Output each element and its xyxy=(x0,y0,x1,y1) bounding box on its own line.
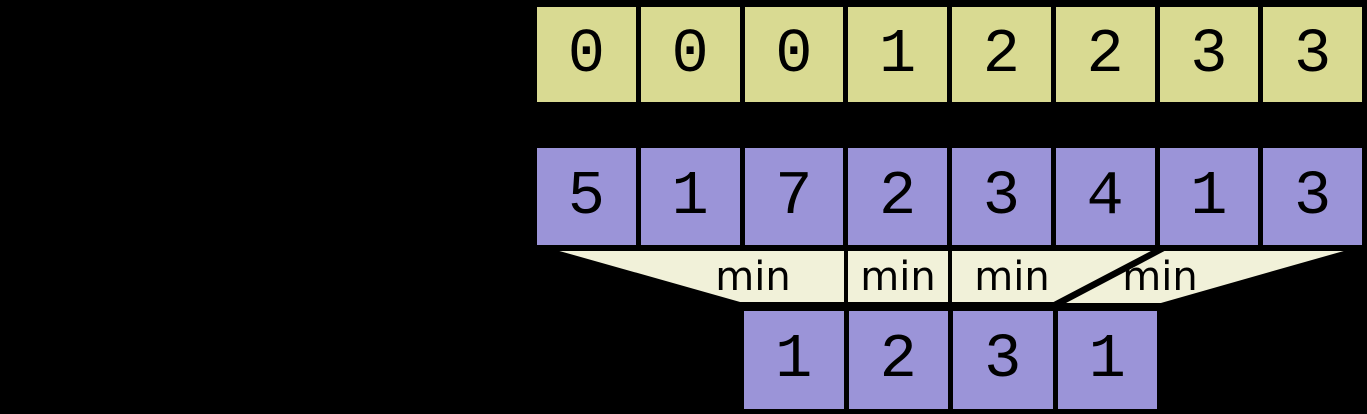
array-cell: 2 xyxy=(952,7,1051,102)
min-operation-label: min xyxy=(860,254,936,300)
array-cell: 1 xyxy=(1159,148,1259,245)
min-operation-label: min xyxy=(1122,254,1198,300)
min-operation-label: min xyxy=(715,254,791,300)
array-cell: 3 xyxy=(1263,7,1362,102)
result-array-row: 1 2 3 1 xyxy=(739,306,1162,414)
array-cell: 2 xyxy=(1055,7,1155,102)
min-funnel-shape xyxy=(1057,247,1359,307)
array-cell: 1 xyxy=(1057,311,1157,409)
array-cell: 3 xyxy=(1159,7,1259,102)
min-funnel-shape xyxy=(544,247,848,306)
top-array-row: 0 0 0 1 2 2 3 3 xyxy=(532,2,1367,107)
array-cell: 4 xyxy=(1055,148,1155,245)
array-cell: 1 xyxy=(640,148,740,245)
array-cell: 0 xyxy=(640,7,740,102)
array-cell: 0 xyxy=(744,7,844,102)
array-cell: 0 xyxy=(537,7,636,102)
array-cell: 5 xyxy=(537,148,636,245)
array-cell: 3 xyxy=(1263,148,1362,245)
array-cell: 2 xyxy=(848,311,948,409)
min-operation-label: min xyxy=(974,254,1050,300)
array-cell: 1 xyxy=(848,7,947,102)
array-cell: 3 xyxy=(952,148,1051,245)
array-cell: 2 xyxy=(848,148,947,245)
array-cell: 3 xyxy=(953,311,1053,409)
input-array-row: 5 1 7 2 3 4 1 3 xyxy=(532,143,1367,250)
array-cell: 7 xyxy=(744,148,844,245)
array-cell: 1 xyxy=(744,311,844,409)
